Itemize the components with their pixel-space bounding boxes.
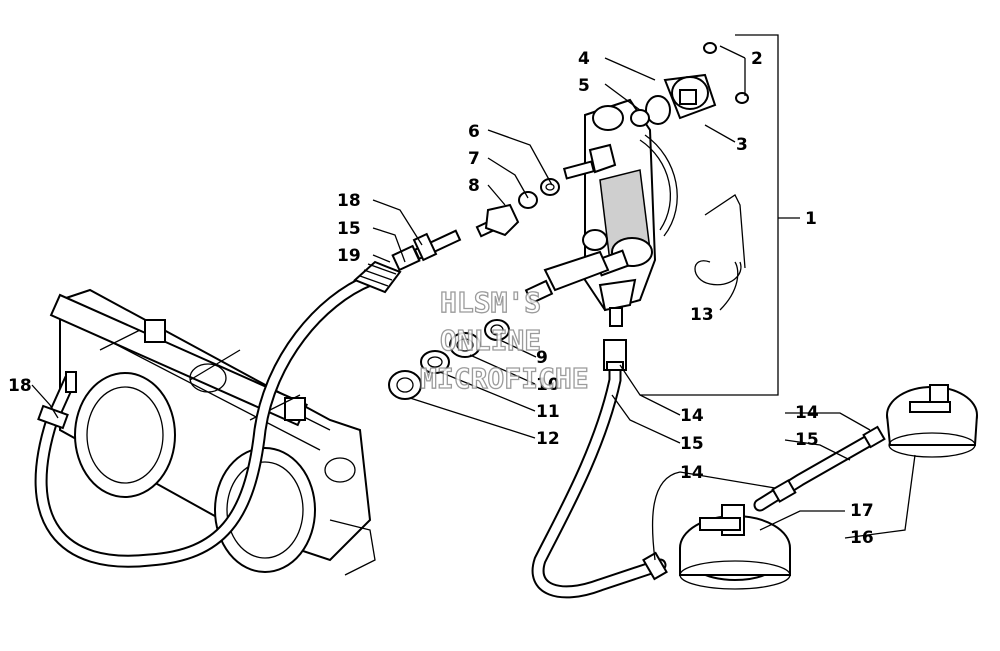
callout-1: 1 xyxy=(805,209,817,229)
callout-3: 3 xyxy=(736,135,748,155)
callout-5: 5 xyxy=(578,76,590,96)
callout-15-left: 15 xyxy=(337,219,361,239)
callout-11: 11 xyxy=(536,402,560,422)
washers-6-7 xyxy=(518,178,560,209)
wire-clip-13 xyxy=(694,194,746,286)
watermark-line-2: ONLINE xyxy=(440,324,541,357)
callout-13: 13 xyxy=(690,305,714,325)
callout-15-regulator: 15 xyxy=(680,434,704,454)
callout-14-lower: 14 xyxy=(680,463,704,483)
throttle-body-assembly xyxy=(49,288,376,576)
callout-9: 9 xyxy=(536,348,548,368)
assembly-bracket xyxy=(640,34,779,396)
left-vacuum-hose xyxy=(34,273,377,568)
leader-lines xyxy=(31,45,916,561)
callout-17: 17 xyxy=(850,501,874,521)
callout-15-upper: 15 xyxy=(795,430,819,450)
upper-hose-fitting xyxy=(353,229,462,294)
callout-14-regulator: 14 xyxy=(680,406,704,426)
fitting-8 xyxy=(475,203,520,238)
callout-14-upper: 14 xyxy=(795,403,819,423)
diaphragm-cover-3 xyxy=(630,42,749,127)
seals-9-12 xyxy=(388,250,610,400)
callout-2: 2 xyxy=(751,49,763,69)
regulator-body xyxy=(562,98,678,327)
watermark-line-3: MICROFICHE xyxy=(420,362,589,395)
upper-vacuum-canister xyxy=(862,384,978,458)
callout-18-upper: 18 xyxy=(337,191,361,211)
callout-19: 19 xyxy=(337,246,361,266)
callout-8: 8 xyxy=(468,176,480,196)
lower-vacuum-canister xyxy=(679,433,877,590)
callout-12: 12 xyxy=(536,429,560,449)
watermark: HLSM'S ONLINE MICROFICHE xyxy=(419,285,589,395)
callout-labels: 1 2 3 4 5 6 7 8 9 10 11 12 13 14 15 14 1… xyxy=(8,49,874,548)
callout-7: 7 xyxy=(468,149,480,169)
callout-16: 16 xyxy=(850,528,874,548)
callout-18-left: 18 xyxy=(8,376,32,396)
callout-10: 10 xyxy=(536,375,560,395)
callout-6: 6 xyxy=(468,122,480,142)
regulator-outlet-hose xyxy=(531,339,668,599)
callout-4: 4 xyxy=(578,49,590,69)
watermark-line-1: HLSM'S xyxy=(440,286,541,319)
